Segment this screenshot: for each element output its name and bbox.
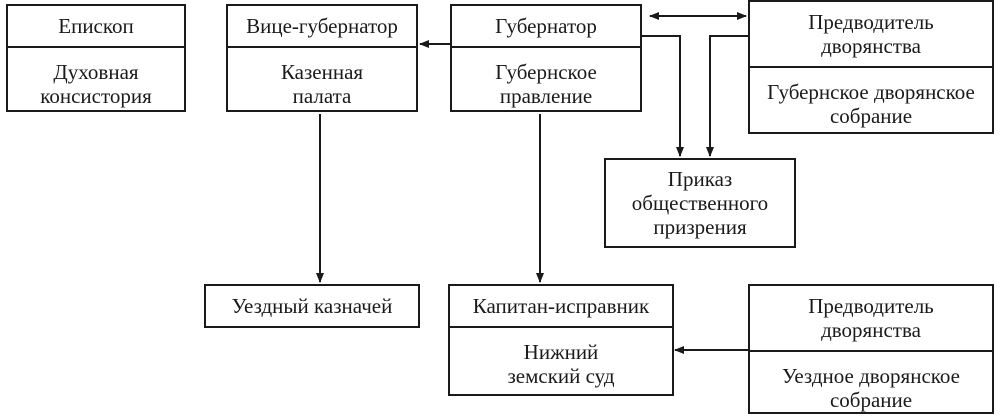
governor-title: Губернатор [495, 14, 597, 38]
vice-governor-subtitle: Казенная палата [280, 60, 364, 108]
arrow-governor-to-public-care [642, 35, 684, 157]
district-treasurer-box: Уездный казначей [204, 284, 420, 328]
captain-subtitle: Нижний земский суд [507, 340, 615, 388]
governor-box: Губернатор Губернское правление [450, 4, 642, 112]
arrow-marshal-to-public-care [706, 35, 748, 157]
governor-subtitle: Губернское правление [495, 60, 597, 108]
marshal-district-title: Предводитель дворянства [808, 294, 934, 342]
vice-governor-box: Вице-губернатор Казенная палата [226, 4, 418, 112]
public-care-title: Приказ общественного призрения [631, 167, 769, 239]
marshal-district-subtitle: Уездное дворянское собрание [782, 364, 960, 412]
marshal-province-subtitle: Губернское дворянское собрание [767, 80, 975, 128]
bishop-box: Епископ Духовная консистория [6, 4, 186, 112]
vice-governor-title: Вице-губернатор [246, 14, 398, 38]
public-care-box: Приказ общественного призрения [604, 158, 796, 248]
bishop-title: Епископ [58, 14, 134, 38]
bishop-subtitle: Духовная консистория [40, 60, 152, 108]
marshal-district-box: Предводитель дворянства Уездное дворянск… [748, 284, 994, 414]
district-treasurer-title: Уездный казначей [231, 294, 393, 318]
captain-box: Капитан-исправник Нижний земский суд [448, 284, 674, 396]
captain-title: Капитан-исправник [472, 294, 650, 318]
marshal-province-title: Предводитель дворянства [808, 10, 934, 58]
marshal-province-box: Предводитель дворянства Губернское дворя… [748, 0, 994, 134]
